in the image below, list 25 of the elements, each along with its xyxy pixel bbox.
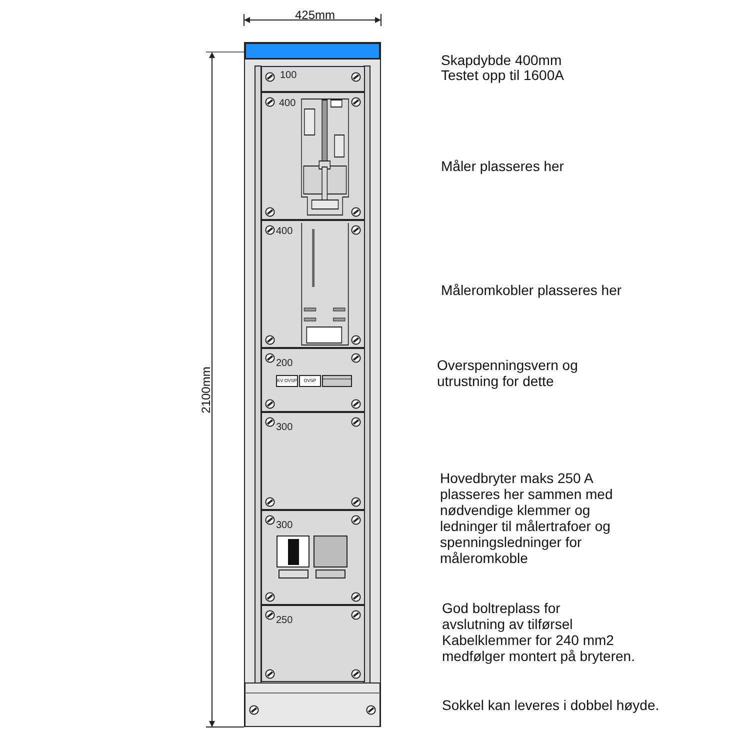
note-text: Testet opp til 1600A [441, 67, 565, 83]
note-text: God boltreplass for avslutning av tilførsel [442, 600, 574, 632]
note-text: Skapdybde 400mm [441, 52, 563, 68]
panel-number: 250 [276, 615, 293, 626]
note-text: Måler plasseres her [441, 158, 565, 174]
cover-panel [261, 605, 365, 682]
panel-number: 400 [279, 98, 296, 109]
note-text: Måleromkobler plasseres her [441, 282, 623, 298]
panel-number: 100 [280, 70, 297, 81]
cover-panel [261, 412, 365, 510]
dimension-label: 425mm [294, 7, 336, 23]
panel-number: 200 [276, 358, 293, 369]
cover-panel [261, 92, 365, 220]
note-text: Hovedbryter maks 250 A plasseres her sammen med nødvendige klemmer og ledninger til målertrafoer og spenningsledninger for måleromkoble [440, 470, 614, 566]
note-text: Overspenningsvern og utrustning for dette [437, 357, 579, 389]
dimension-label: 2100mm [198, 366, 214, 416]
panel-number: 400 [276, 226, 293, 237]
panel-number: 300 [276, 520, 293, 531]
cover-panel [261, 348, 365, 412]
panel-number: 300 [276, 422, 293, 433]
note-text: Sokkel kan leveres i dobbel høyde. [442, 697, 660, 713]
cover-panel [261, 66, 365, 92]
note-text: Kabelklemmer for 240 mm2 medfølger montert på bryteren. [442, 632, 636, 664]
cover-panel [261, 220, 365, 348]
cover-panel [261, 510, 365, 605]
